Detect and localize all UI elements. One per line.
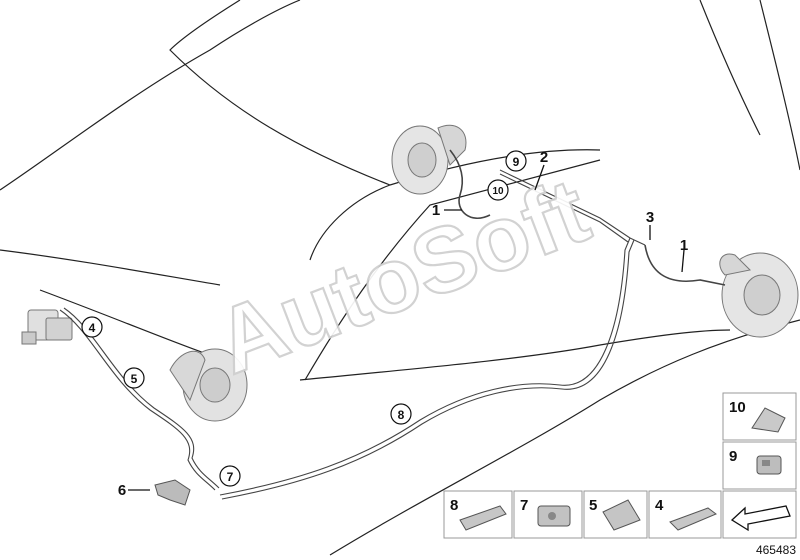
callout-2: 2 — [540, 149, 548, 166]
svg-text:8: 8 — [398, 408, 405, 422]
abs-unit — [21, 309, 73, 345]
diagram-number: 465483 — [756, 543, 796, 557]
svg-text:8: 8 — [450, 497, 458, 514]
svg-text:6: 6 — [118, 482, 126, 499]
callout-9: 9 — [505, 150, 527, 172]
watermark-text: AutoSoft — [203, 159, 602, 393]
svg-text:7: 7 — [520, 497, 528, 514]
legend-item-10: 10 — [722, 392, 797, 441]
callout-3: 3 — [646, 209, 654, 226]
legend-item-5: 5 — [583, 490, 648, 539]
callout-5: 5 — [123, 367, 145, 389]
svg-text:4: 4 — [655, 497, 664, 514]
svg-text:10: 10 — [492, 186, 504, 197]
svg-text:9: 9 — [513, 155, 520, 169]
callout-10: 10 — [487, 179, 509, 201]
legend-item-9: 9 — [722, 441, 797, 490]
svg-text:1: 1 — [680, 237, 688, 254]
callout-6: 6 — [118, 482, 126, 499]
svg-text:3: 3 — [646, 209, 654, 226]
callout-8: 8 — [390, 403, 412, 425]
callout-1-right: 1 — [680, 237, 688, 254]
rear-right-brake-disc — [719, 252, 799, 338]
svg-text:5: 5 — [131, 372, 138, 386]
rear-left-brake-disc — [391, 124, 467, 195]
front-brake-assembly — [169, 348, 248, 422]
legend-item-7: 7 — [513, 490, 583, 539]
callout-4: 4 — [81, 316, 103, 338]
callout-1-left: 1 — [432, 202, 440, 219]
brake-lines — [59, 149, 726, 500]
svg-text:4: 4 — [89, 321, 96, 335]
legend-item-8: 8 — [443, 490, 513, 539]
svg-text:7: 7 — [227, 470, 234, 484]
front-direction-arrow-icon — [730, 505, 791, 532]
svg-text:2: 2 — [540, 149, 548, 166]
svg-text:10: 10 — [729, 399, 746, 416]
parts-legend: 10 9 4 5 7 — [443, 392, 797, 539]
bracket-part — [154, 479, 191, 506]
svg-text:1: 1 — [432, 202, 440, 219]
svg-text:5: 5 — [589, 497, 597, 514]
callout-leaders — [128, 164, 685, 491]
legend-item-4: 4 — [648, 490, 722, 539]
svg-text:9: 9 — [729, 448, 737, 465]
legend-arrow-box — [722, 490, 797, 539]
callout-7: 7 — [219, 465, 241, 487]
